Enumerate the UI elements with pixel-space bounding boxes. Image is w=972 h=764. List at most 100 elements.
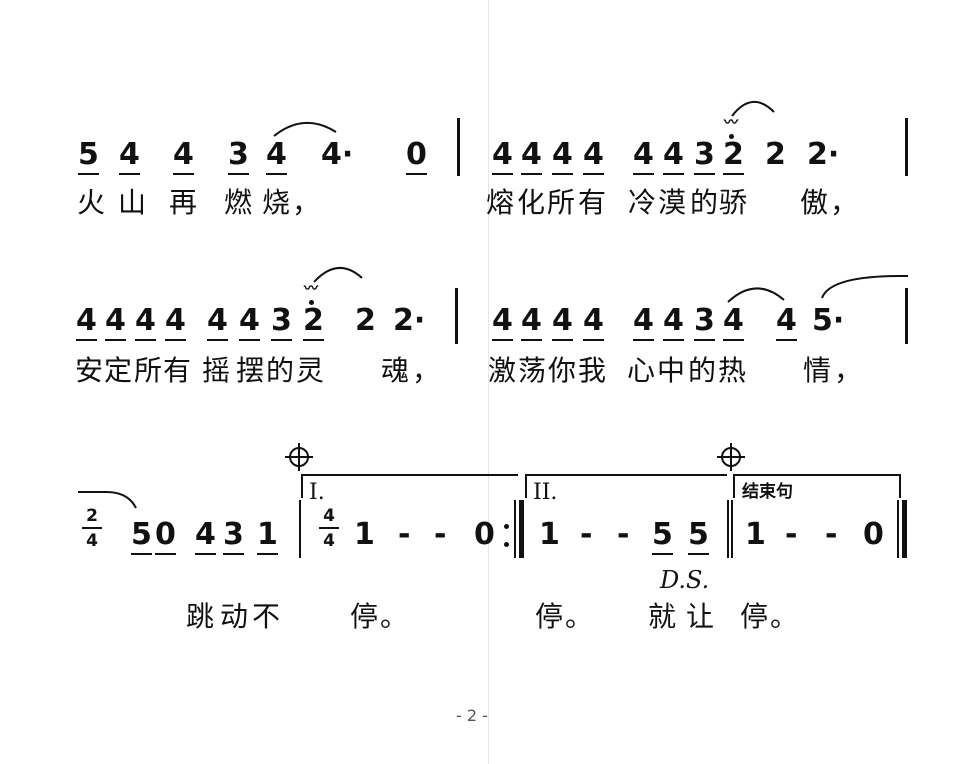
note: 4: [521, 137, 542, 175]
note: -: [825, 517, 838, 552]
coda-icon: [285, 443, 313, 471]
volta-bracket-1: [301, 474, 518, 498]
note: 5: [131, 517, 152, 555]
note: 1: [354, 517, 375, 552]
lyric: 就: [648, 600, 677, 633]
note: 4: [492, 137, 513, 175]
repeat-barline-thin: [514, 500, 516, 558]
repeat-dot: [504, 524, 509, 529]
note: 3: [694, 137, 715, 175]
note: 2: [355, 303, 376, 338]
lyric: 热: [718, 354, 747, 387]
note: 5: [652, 517, 673, 555]
note: 4: [583, 137, 604, 175]
lyric: 骄: [719, 186, 748, 219]
time-signature-bottom: 4: [86, 531, 98, 551]
page-fold: [488, 0, 489, 764]
note: 0: [406, 137, 427, 175]
final-barline-thick: [902, 500, 907, 558]
note: 3: [228, 137, 249, 175]
lyric: 灵: [296, 354, 325, 387]
note: 4: [239, 303, 260, 341]
lyric: 山: [118, 186, 147, 219]
lyric: 动: [220, 600, 249, 633]
lyric: 中: [657, 354, 686, 387]
note: 5: [688, 517, 709, 555]
tie-slur: [273, 121, 337, 137]
volta-label-1: I.: [309, 480, 325, 505]
note: 2: [765, 137, 786, 172]
lyric: 烧: [262, 186, 291, 219]
note: 4: [663, 137, 684, 175]
note: 4: [207, 303, 228, 341]
note: 4: [552, 137, 573, 175]
note: -: [617, 517, 630, 552]
volta-bracket-2: [525, 474, 727, 498]
lyric: 傲: [800, 186, 829, 219]
note: 4: [776, 303, 797, 341]
time-signature-top: 2: [86, 506, 98, 526]
barline: [731, 500, 733, 558]
note: 2·: [807, 137, 840, 172]
lyric: 你: [548, 354, 577, 387]
note: 4: [173, 137, 194, 175]
note: 0: [155, 517, 176, 555]
lyric: 燃: [224, 186, 253, 219]
lyric: 。: [565, 600, 594, 633]
lyric: 有: [163, 354, 192, 387]
barline: [455, 288, 458, 344]
dal-segno-mark: D.S.: [660, 566, 710, 594]
time-signature-top: 4: [323, 506, 335, 526]
lyric: 火: [77, 186, 106, 219]
note: -: [434, 517, 447, 552]
lyric: 激: [488, 354, 517, 387]
lyric: 所: [134, 354, 163, 387]
lyric: 心: [627, 354, 656, 387]
note: 2·: [393, 303, 426, 338]
lyric: 停: [535, 600, 564, 633]
note: 2: [303, 303, 324, 341]
lyric: 停: [740, 600, 769, 633]
note: 2: [723, 137, 744, 175]
note: -: [398, 517, 411, 552]
lyric: 摆: [236, 354, 265, 387]
note: 3: [223, 517, 244, 555]
note: 4: [583, 303, 604, 341]
lyric: 所: [547, 186, 576, 219]
note: 1: [539, 517, 560, 552]
note: 4: [723, 303, 744, 341]
note: 5·: [812, 303, 845, 338]
lyric: 熔: [486, 186, 515, 219]
lyric: 的: [688, 354, 717, 387]
time-signature-line: [319, 527, 339, 529]
lyric: 情: [803, 354, 832, 387]
lyric: 冷: [628, 186, 657, 219]
time-signature-line: [82, 527, 102, 529]
barline: [905, 288, 908, 344]
repeat-barline-thick: [519, 500, 524, 558]
barline: [457, 118, 460, 176]
ending-bracket: [733, 474, 901, 498]
lyric: 漠: [658, 186, 687, 219]
page-number: - 2 -: [456, 706, 488, 725]
note: 4: [521, 303, 542, 341]
barline: [727, 500, 729, 558]
lyric: 再: [169, 186, 198, 219]
lyric: 跳: [186, 600, 215, 633]
note: 4: [105, 303, 126, 341]
note: 1: [745, 517, 766, 552]
note: 4: [663, 303, 684, 341]
lyric: ，: [292, 186, 321, 219]
note: 5: [78, 137, 99, 175]
note: 4: [195, 517, 216, 555]
note: 4: [633, 303, 654, 341]
lyric: 安: [75, 354, 104, 387]
note: 4: [76, 303, 97, 341]
barline: [299, 500, 301, 558]
mordent-ornament: 〰: [304, 281, 318, 297]
lyric: 有: [578, 186, 607, 219]
note: 4·: [321, 137, 354, 172]
final-barline-thin: [897, 500, 899, 558]
octave-dot: [729, 134, 734, 139]
lyric: 让: [686, 600, 715, 633]
